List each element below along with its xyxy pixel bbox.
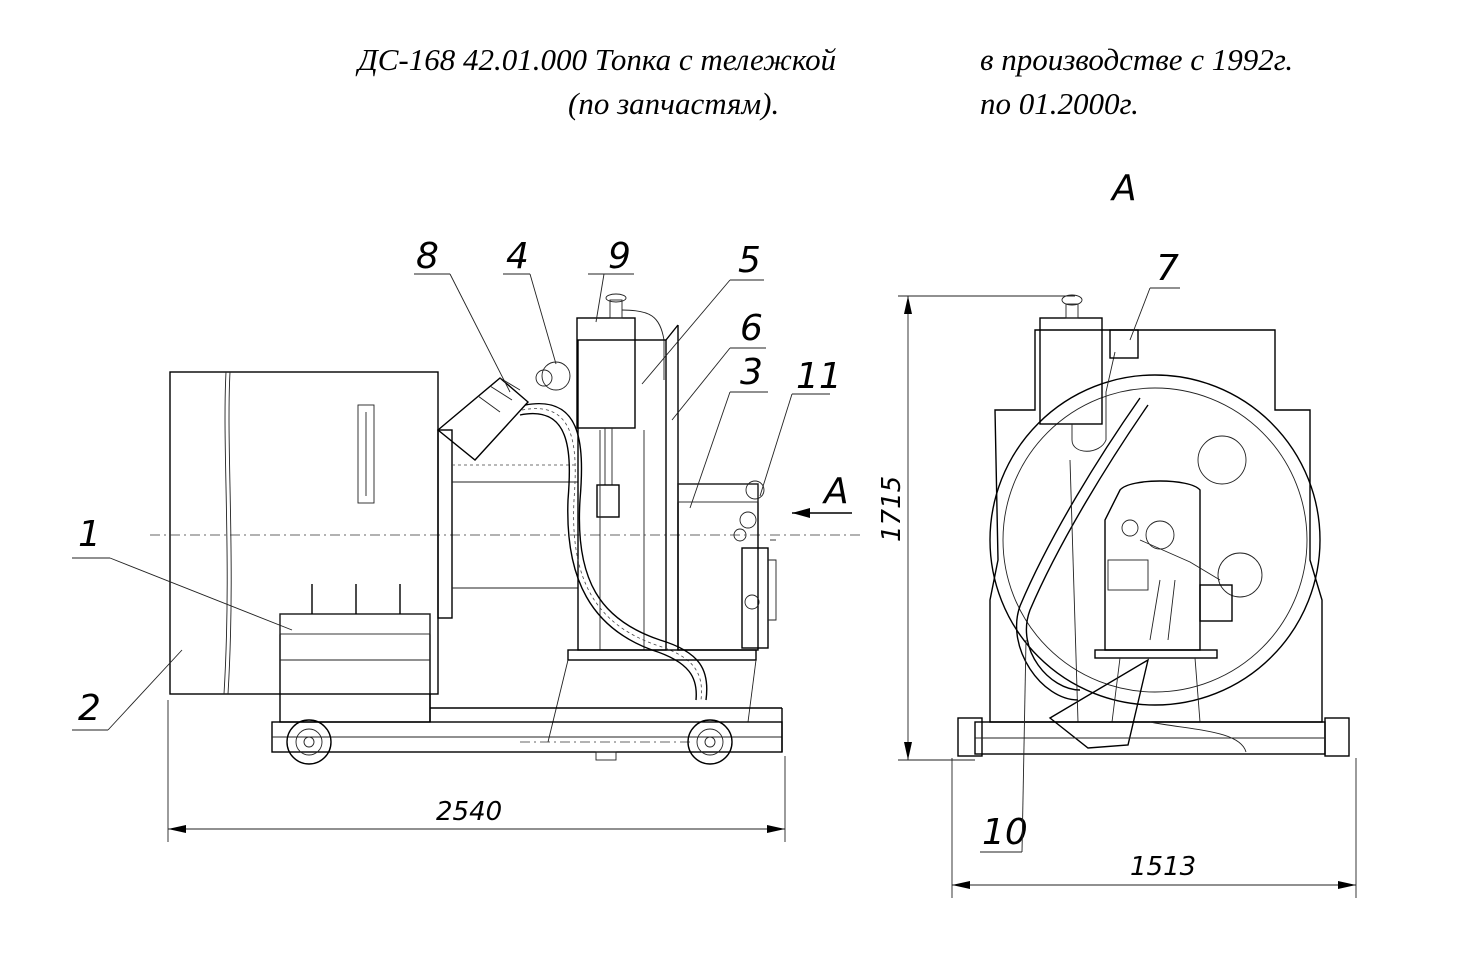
- callout-7: 7: [1156, 248, 1179, 289]
- burner-unit: [1109, 329, 1139, 359]
- side-view: А: [150, 293, 860, 765]
- furnace-housing: [169, 371, 439, 695]
- ash-box: [279, 613, 431, 723]
- front-hose: [1025, 404, 1149, 691]
- drum: [989, 374, 1321, 706]
- dimension-length: 2540: [436, 797, 502, 827]
- production-start: в производстве с 1992г.: [980, 42, 1294, 77]
- callout-4: 4: [506, 236, 529, 277]
- callout-11: 11: [796, 356, 842, 397]
- callouts: 8 4 9 5 6 3 11: [72, 236, 1180, 853]
- burner-head: [436, 377, 530, 461]
- fuel-tank: [576, 317, 636, 429]
- callout-2: 2: [78, 688, 101, 729]
- pressure-gauge: [541, 361, 571, 391]
- callout-8: 8: [416, 236, 439, 277]
- front-fuel-tank: [1039, 317, 1103, 425]
- drawing-subtitle: (по запчастям).: [568, 86, 780, 121]
- callout-1: 1: [78, 514, 101, 555]
- callout-3: 3: [740, 352, 763, 393]
- view-label: А: [1110, 168, 1137, 209]
- dimensions: 2540 1513 1715: [167, 295, 1357, 898]
- column-base: [567, 649, 757, 661]
- housing-break-line: [227, 371, 232, 695]
- dimension-width: 1513: [1130, 852, 1196, 882]
- flange: [437, 429, 453, 619]
- wheel-left: [286, 719, 332, 765]
- front-view: А: [957, 168, 1350, 757]
- fan-housing: [677, 483, 759, 651]
- dimension-height: 1715: [877, 476, 907, 542]
- production-end: по 01.2000г.: [980, 86, 1139, 121]
- filter: [596, 484, 620, 518]
- control-block: [741, 547, 769, 649]
- callout-9: 9: [608, 236, 631, 277]
- drawing-title: ДС-168 42.01.000 Топка с тележкой: [358, 42, 837, 77]
- front-housing: [989, 329, 1323, 723]
- fuel-hose: [524, 402, 708, 701]
- callout-6: 6: [740, 308, 763, 349]
- callout-10: 10: [982, 812, 1028, 853]
- wheel-right: [687, 719, 733, 765]
- sight-window: [357, 404, 375, 504]
- view-arrow-label: А: [822, 471, 849, 512]
- callout-5: 5: [738, 240, 761, 281]
